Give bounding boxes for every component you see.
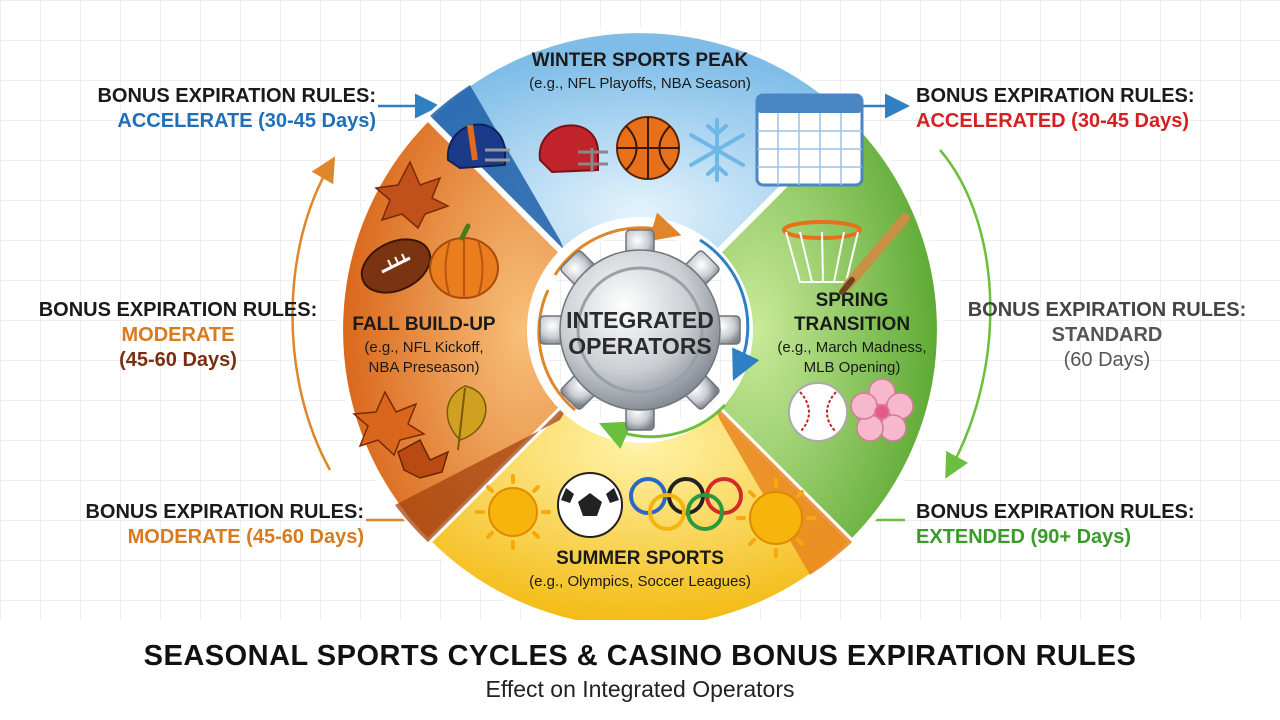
calendar-icon [755,93,864,187]
cycle-arrow-right [939,149,992,479]
baseball-bat-icon [839,213,910,295]
rule-mid-left-value2: (45-60 Days) [119,349,237,371]
rule-mid-left: BONUS EXPIRATION RULES: MODERATE (45-60 … [38,298,318,373]
rule-top-right-value: ACCELERATED (30-45 Days) [916,110,1190,132]
helmet-icon [446,123,510,170]
pumpkin-icon [429,223,499,299]
autumn-leaf-icon [397,438,450,479]
autumn-leaf-icon [446,385,487,451]
basketball-icon [616,116,680,180]
page-subtitle: Effect on Integrated Operators [485,676,795,702]
olympic-rings-icon [629,477,743,531]
rule-mid-right-value2: (60 Days) [1063,349,1151,371]
winter-title: WINTER SPORTS PEAK [532,50,749,71]
basketball-hoop-icon [782,220,862,283]
snowflake-icon [689,118,745,182]
fall-examples-line2: NBA Preseason) [369,359,480,376]
fall-examples-line1: (e.g., NFL Kickoff, [364,339,483,356]
cherry-blossom-icon [850,378,914,442]
rule-top-left-label: BONUS EXPIRATION RULES: [97,85,376,107]
sun-icon [736,478,816,558]
summer-title: SUMMER SPORTS [556,548,724,569]
football-helmet-icon [538,124,608,174]
rule-mid-right-value1: STANDARD [1051,324,1163,346]
fall-title: FALL BUILD-UP [352,314,496,335]
spring-title-line2: TRANSITION [794,314,910,335]
sun-icon [475,474,551,550]
american-football-icon [360,238,432,294]
cycle-arrow-left [291,156,336,471]
rule-bottom-right-value: EXTENDED (90+ Days) [916,526,1132,548]
rule-mid-left-value1: MODERATE [121,324,235,346]
summer-examples: (e.g., Olympics, Soccer Leagues) [529,573,751,590]
rule-mid-right-label: BONUS EXPIRATION RULES: [967,299,1247,321]
rule-bottom-left: BONUS EXPIRATION RULES: MODERATE (45-60 … [84,500,364,550]
gear-icon [539,229,741,431]
spring-examples-line1: (e.g., March Madness, [777,339,926,356]
hub-line1: INTEGRATED [566,307,714,333]
autumn-leaf-icon [374,160,450,230]
rule-top-left: BONUS EXPIRATION RULES: ACCELERATE (30-4… [96,84,376,134]
baseball-icon [788,382,848,442]
spring-title-line1: SPRING [816,290,889,311]
rule-top-left-value: ACCELERATE (30-45 Days) [117,110,376,132]
rule-mid-right: BONUS EXPIRATION RULES: STANDARD (60 Day… [962,298,1252,373]
hub-line2: OPERATORS [568,333,712,359]
winter-examples: (e.g., NFL Playoffs, NBA Season) [529,75,751,92]
rule-bottom-right-label: BONUS EXPIRATION RULES: [916,501,1195,523]
rule-bottom-right: BONUS EXPIRATION RULES: EXTENDED (90+ Da… [916,500,1195,550]
rule-mid-left-label: BONUS EXPIRATION RULES: [38,299,318,321]
seasonal-cycle-diagram: INTEGRATED OPERATORS WINTER SPORTS PEAK … [291,30,992,620]
spring-examples-line2: MLB Opening) [804,359,901,376]
rule-bottom-left-value: MODERATE (45-60 Days) [127,526,364,548]
soccer-ball-icon [557,472,623,538]
autumn-leaf-icon [352,390,426,457]
rule-top-right-label: BONUS EXPIRATION RULES: [916,85,1195,107]
rule-bottom-left-label: BONUS EXPIRATION RULES: [85,501,364,523]
page-title: SEASONAL SPORTS CYCLES & CASINO BONUS EX… [143,640,1137,672]
rule-top-right: BONUS EXPIRATION RULES: ACCELERATED (30-… [916,84,1195,134]
